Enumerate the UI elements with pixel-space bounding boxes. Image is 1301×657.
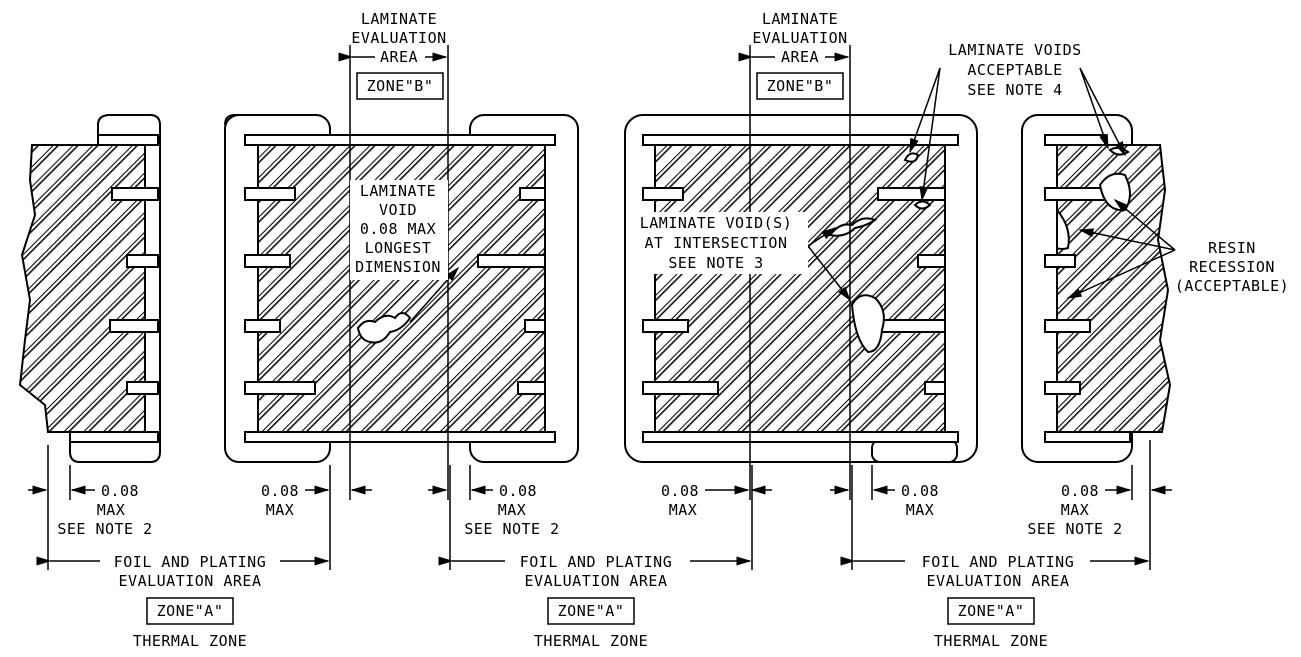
zone-a-footer-2: FOIL AND PLATING EVALUATION AREA ZONE"A"… (520, 553, 673, 650)
svg-text:VOID: VOID (379, 201, 417, 219)
svg-text:SEE NOTE 4: SEE NOTE 4 (967, 81, 1062, 99)
zone-b-label: ZONE"B" (367, 77, 434, 95)
zone-b-header-1: LAMINATE EVALUATION AREA ZONE"B" (351, 10, 446, 100)
dim-max: MAX (498, 501, 527, 519)
panel-3-section (624, 114, 978, 463)
svg-text:RESIN: RESIN (1208, 239, 1256, 257)
svg-text:FOIL AND PLATING: FOIL AND PLATING (520, 553, 673, 571)
dim-value: 0.08 (661, 482, 699, 500)
svg-text:LAMINATE VOID(S): LAMINATE VOID(S) (640, 214, 793, 232)
svg-text:DIMENSION: DIMENSION (355, 258, 441, 276)
dim-max: MAX (906, 501, 935, 519)
svg-text:ACCEPTABLE: ACCEPTABLE (967, 61, 1062, 79)
zone-a-label: ZONE"A" (157, 602, 224, 620)
dim-max: MAX (266, 501, 295, 519)
zone-a-box (947, 597, 1035, 625)
dimension-labels: 0.08 MAX SEE NOTE 2 0.08 MAX 0.08 MAX SE… (57, 482, 1122, 538)
thermal-zone-label: THERMAL ZONE (133, 632, 247, 650)
dim-value: 0.08 (101, 482, 139, 500)
svg-text:RECESSION: RECESSION (1189, 258, 1275, 276)
svg-text:EVALUATION AREA: EVALUATION AREA (525, 572, 668, 590)
svg-text:FOIL AND PLATING: FOIL AND PLATING (922, 553, 1075, 571)
dim-value: 0.08 (1061, 482, 1099, 500)
zone-a-footer-1: FOIL AND PLATING EVALUATION AREA ZONE"A"… (114, 553, 267, 650)
foil-layers (69, 134, 159, 443)
svg-text:0.08 MAX: 0.08 MAX (360, 220, 436, 238)
svg-text:SEE NOTE 3: SEE NOTE 3 (668, 254, 763, 272)
zone-b-box (756, 72, 844, 100)
laminate-void-intersection (850, 294, 885, 354)
svg-text:(ACCEPTABLE): (ACCEPTABLE) (1175, 277, 1289, 295)
zone-b-header-2: LAMINATE EVALUATION AREA ZONE"B" (752, 10, 847, 100)
dim-max: MAX (669, 501, 698, 519)
dim-value: 0.08 (901, 482, 939, 500)
panel-1-edge-section (18, 114, 161, 463)
dim-max: MAX (1061, 501, 1090, 519)
zone-a-label: ZONE"A" (958, 602, 1025, 620)
svg-text:EVALUATION AREA: EVALUATION AREA (119, 572, 262, 590)
dim-note: SEE NOTE 2 (57, 520, 152, 538)
dim-value: 0.08 (499, 482, 537, 500)
zone-boundary-lines (28, 45, 1176, 570)
zone-b-label: ZONE"B" (767, 77, 834, 95)
panel-4-edge-section (1021, 114, 1172, 463)
zone-a-footer-3: FOIL AND PLATING EVALUATION AREA ZONE"A"… (922, 553, 1075, 650)
laminate-void (356, 312, 412, 344)
thermal-zone-label: THERMAL ZONE (934, 632, 1048, 650)
callout-resin-recession: RESIN RECESSION (ACCEPTABLE) (1175, 239, 1289, 295)
callout-void-max: LAMINATE VOID 0.08 MAX LONGEST DIMENSION (350, 180, 448, 280)
svg-text:EVALUATION AREA: EVALUATION AREA (927, 572, 1070, 590)
svg-text:FOIL AND PLATING: FOIL AND PLATING (114, 553, 267, 571)
svg-text:LAMINATE VOIDS: LAMINATE VOIDS (948, 41, 1081, 59)
callout-void-intersection: LAMINATE VOID(S) AT INTERSECTION SEE NOT… (628, 212, 808, 274)
thermal-zone-label: THERMAL ZONE (534, 632, 648, 650)
svg-text:AT INTERSECTION: AT INTERSECTION (645, 234, 788, 252)
dim-value: 0.08 (261, 482, 299, 500)
zone-a-box (146, 597, 234, 625)
header-line: LAMINATE (361, 10, 437, 28)
header-line: EVALUATION (351, 29, 446, 47)
zone-a-box (547, 597, 635, 625)
panel-2-section (224, 114, 579, 463)
header-line: LAMINATE (762, 10, 838, 28)
header-line: AREA (781, 48, 819, 66)
zone-b-box (356, 72, 444, 100)
header-line: AREA (380, 48, 418, 66)
callout-voids-acceptable: LAMINATE VOIDS ACCEPTABLE SEE NOTE 4 (948, 41, 1081, 99)
dim-note: SEE NOTE 2 (464, 520, 559, 538)
svg-text:LONGEST: LONGEST (365, 239, 432, 257)
header-line: EVALUATION (752, 29, 847, 47)
zone-a-label: ZONE"A" (558, 602, 625, 620)
dim-max: MAX (97, 501, 126, 519)
svg-text:LAMINATE: LAMINATE (360, 182, 436, 200)
dim-note: SEE NOTE 2 (1027, 520, 1122, 538)
